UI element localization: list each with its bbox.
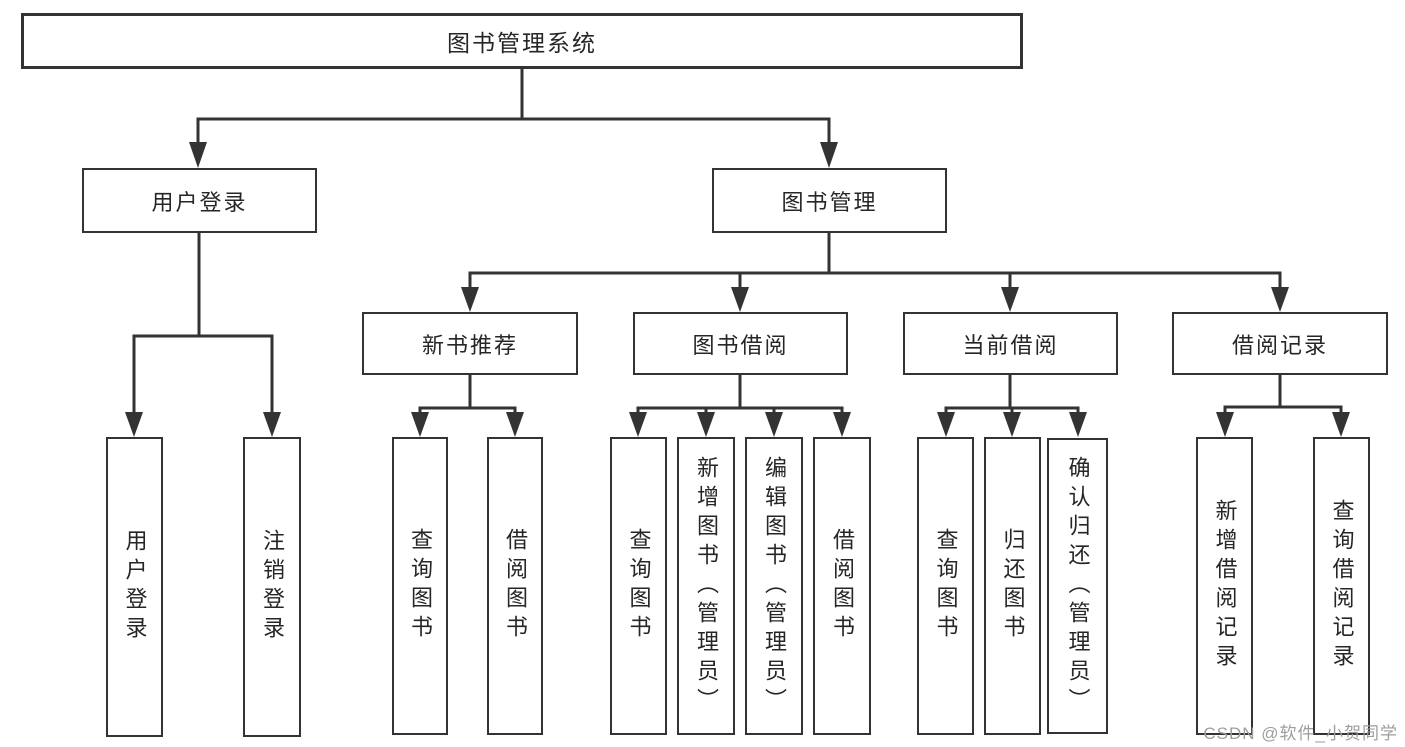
arrowhead bbox=[506, 412, 524, 437]
arrowhead bbox=[189, 142, 207, 168]
node-user-login: 用户登录 bbox=[82, 168, 317, 233]
arrowhead bbox=[1069, 412, 1087, 437]
arrowhead bbox=[937, 412, 955, 437]
leaf-query-borrow-record: 查询借阅记录 bbox=[1313, 437, 1370, 735]
arrowhead bbox=[1332, 412, 1350, 437]
leaf-query-books-borrow: 查询图书 bbox=[610, 437, 667, 735]
node-label: 新增借阅记录 bbox=[1212, 499, 1238, 673]
node-label: 用户登录 bbox=[151, 189, 248, 215]
arrowhead bbox=[411, 412, 429, 437]
node-book-borrow: 图书借阅 bbox=[633, 312, 848, 375]
leaf-edit-books-admin: 编辑图书（管理员） bbox=[745, 437, 803, 735]
node-borrow-records: 借阅记录 bbox=[1172, 312, 1388, 375]
arrowhead bbox=[1271, 287, 1289, 312]
node-new-book-recommend: 新书推荐 bbox=[362, 312, 578, 375]
node-label: 用户登录 bbox=[122, 529, 148, 645]
node-label: 归还图书 bbox=[1000, 528, 1026, 644]
leaf-logout: 注销登录 bbox=[243, 437, 301, 737]
arrowhead bbox=[697, 412, 715, 437]
arrowhead bbox=[1216, 412, 1234, 437]
node-label: 查询图书 bbox=[933, 528, 959, 644]
connector-root-to-level1 bbox=[189, 69, 838, 168]
csdn-watermark: CSDN @软件_小贺同学 bbox=[1203, 724, 1398, 743]
arrowhead bbox=[1001, 287, 1019, 312]
connector-borrow-records-to-leaves bbox=[1216, 375, 1350, 437]
arrowhead bbox=[765, 412, 783, 437]
connector-book-management-to-level2 bbox=[461, 233, 1289, 312]
node-label: 编辑图书（管理员） bbox=[762, 455, 787, 717]
leaf-query-books-recommend: 查询图书 bbox=[392, 437, 448, 735]
connector-book-borrow-to-leaves bbox=[629, 375, 851, 437]
node-label: 图书借阅 bbox=[692, 332, 789, 358]
arrowhead bbox=[833, 412, 851, 437]
leaf-query-books-current: 查询图书 bbox=[917, 437, 974, 735]
node-label: 注销登录 bbox=[260, 529, 285, 645]
leaf-user-login: 用户登录 bbox=[106, 437, 163, 737]
leaf-confirm-return-admin: 确认归还（管理员） bbox=[1047, 438, 1108, 734]
node-book-management: 图书管理 bbox=[712, 168, 947, 233]
arrowhead bbox=[125, 412, 143, 437]
arrowhead bbox=[731, 287, 749, 312]
node-label: 图书管理 bbox=[781, 189, 878, 215]
connector-current-borrow-to-leaves bbox=[937, 375, 1087, 437]
arrowhead bbox=[1003, 412, 1021, 437]
node-label: 查询借阅记录 bbox=[1329, 499, 1355, 673]
arrowhead bbox=[629, 412, 647, 437]
leaf-add-books-admin: 新增图书（管理员） bbox=[677, 437, 735, 735]
leaf-return-books: 归还图书 bbox=[984, 437, 1041, 735]
node-label: 当前借阅 bbox=[962, 332, 1059, 358]
arrowhead bbox=[820, 142, 838, 168]
connector-user-login-to-leaves bbox=[125, 233, 281, 437]
node-label: 新书推荐 bbox=[421, 332, 518, 358]
node-library-management-system: 图书管理系统 bbox=[21, 13, 1023, 69]
node-label: 图书管理系统 bbox=[447, 30, 597, 56]
node-label: 借阅记录 bbox=[1231, 332, 1328, 358]
leaf-borrow-books: 借阅图书 bbox=[813, 437, 871, 735]
node-label: 借阅图书 bbox=[503, 528, 528, 644]
node-label: 新增图书（管理员） bbox=[694, 455, 719, 717]
connector-new-book-recommend-to-leaves bbox=[411, 375, 524, 437]
arrowhead bbox=[461, 287, 479, 312]
leaf-borrow-books-recommend: 借阅图书 bbox=[487, 437, 543, 735]
arrowhead bbox=[263, 412, 281, 437]
node-current-borrow: 当前借阅 bbox=[903, 312, 1118, 375]
node-label: 确认归还（管理员） bbox=[1065, 455, 1091, 717]
node-label: 借阅图书 bbox=[830, 528, 855, 644]
node-label: 查询图书 bbox=[626, 528, 652, 644]
leaf-add-borrow-record: 新增借阅记录 bbox=[1196, 437, 1253, 735]
node-label: 查询图书 bbox=[408, 528, 433, 644]
